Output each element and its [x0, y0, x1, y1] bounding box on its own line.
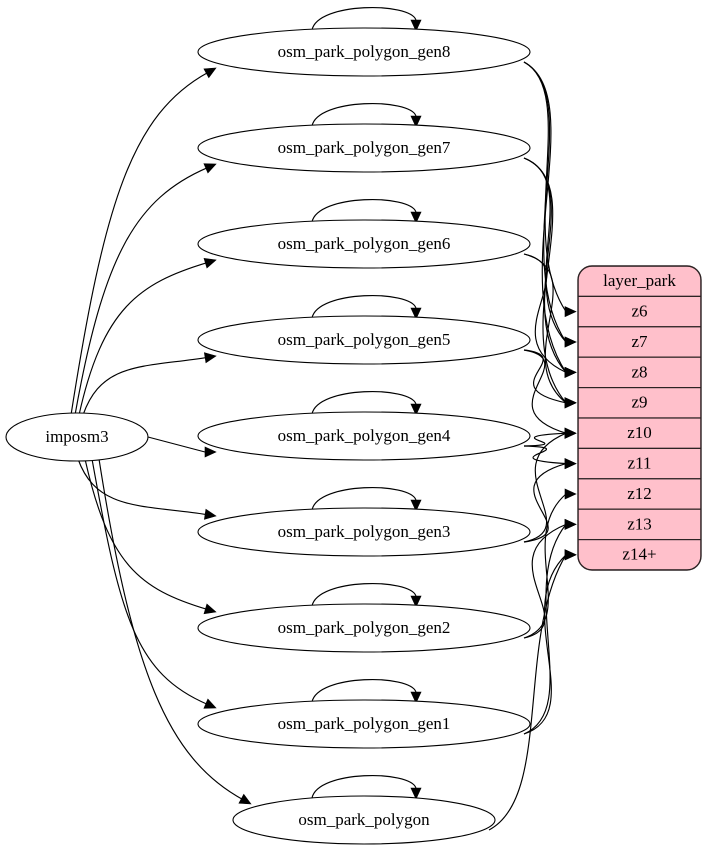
edge-self-loop-osm_park_polygon_gen6 [311, 199, 417, 223]
node-ellipse-osm_park_polygon_gen1[interactable] [197, 699, 531, 749]
edge-osm_park_polygon_gen3-to-z11 [523, 463, 567, 543]
node-osm_park_polygon_gen4[interactable]: osm_park_polygon_gen4 [197, 411, 531, 461]
edge-osm_park_polygon_gen5-to-z9 [523, 349, 567, 404]
edge-osm_park_polygon_gen1-to-z14plus [523, 554, 567, 735]
node-ellipse-osm_park_polygon_gen8[interactable] [197, 27, 531, 77]
edge-imposm3-to-osm_park_polygon_gen7 [74, 167, 208, 416]
nodes-layer: osm_park_polygon_gen8 osm_park_polygon_ge… [5, 27, 531, 845]
edge-osm_park_polygon-to-z14plus [488, 554, 567, 831]
edge-self-loop-osm_park_polygon_gen8 [311, 7, 417, 31]
edge-imposm3-to-osm_park_polygon_gen6 [78, 262, 208, 416]
node-ellipse-osm_park_polygon_gen7[interactable] [197, 123, 531, 173]
edge-osm_park_polygon_gen4-to-z11 [523, 445, 567, 465]
edge-self-loop-osm_park_polygon_gen2 [311, 583, 417, 607]
node-label-osm_park_polygon_gen7: osm_park_polygon_gen7 [278, 138, 451, 157]
node-label-osm_park_polygon_gen6: osm_park_polygon_gen6 [278, 234, 451, 253]
record-row-label-z9: z9 [631, 393, 647, 412]
record-node-outline [577, 265, 702, 571]
node-label-osm_park_polygon_gen4: osm_park_polygon_gen4 [278, 426, 451, 445]
edge-osm_park_polygon_gen4-to-z10 [523, 432, 567, 447]
edge-osm_park_polygon_gen8-to-z8 [523, 61, 567, 373]
record-row-label-z14plus: z14+ [622, 545, 656, 564]
edge-osm_park_polygon_gen7-to-z9 [523, 157, 567, 404]
node-label-osm_park_polygon_gen5: osm_park_polygon_gen5 [278, 330, 451, 349]
node-ellipse-osm_park_polygon_gen2[interactable] [197, 603, 531, 653]
node-osm_park_polygon_gen6[interactable]: osm_park_polygon_gen6 [197, 219, 531, 269]
record-row-label-z7: z7 [631, 332, 648, 351]
record-node-layer: layer_park z6 z7 z8 z9 z10 z11 z12 z13 z14+ [577, 265, 702, 571]
record-row-label-z11: z11 [628, 454, 652, 473]
edge-imposm3-to-osm_park_polygon_gen5 [82, 356, 208, 416]
edge-self-loop-osm_park_polygon_gen3 [311, 487, 417, 511]
edge-imposm3-to-osm_park_polygon_gen8 [70, 71, 209, 416]
edge-imposm3-to-osm_park_polygon_gen2 [84, 458, 208, 610]
edge-osm_park_polygon_gen2-to-z13 [523, 523, 567, 639]
node-ellipse-osm_park_polygon_gen4[interactable] [197, 411, 531, 461]
node-imposm3[interactable]: imposm3 [5, 412, 149, 462]
node-ellipse-osm_park_polygon_gen5[interactable] [197, 315, 531, 365]
edge-osm_park_polygon_gen1-to-z13 [523, 524, 567, 735]
edge-osm_park_polygon_gen5-to-z10 [523, 349, 567, 434]
node-label-osm_park_polygon_gen1: osm_park_polygon_gen1 [278, 714, 451, 733]
node-osm_park_polygon_gen3[interactable]: osm_park_polygon_gen3 [197, 507, 531, 557]
node-osm_park_polygon_gen8[interactable]: osm_park_polygon_gen8 [197, 27, 531, 77]
edge-osm_park_polygon_gen6-to-z9 [523, 253, 567, 404]
record-row-label-z13: z13 [627, 514, 652, 533]
node-ellipse-osm_park_polygon_gen3[interactable] [197, 507, 531, 557]
node-label-osm_park_polygon_gen3: osm_park_polygon_gen3 [278, 522, 451, 541]
record-row-label-z6: z6 [631, 302, 647, 321]
node-ellipse-osm_park_polygon_gen6[interactable] [197, 219, 531, 269]
edge-self-loop-osm_park_polygon_gen7 [311, 103, 417, 127]
edge-osm_park_polygon_gen3-to-z10 [523, 432, 567, 543]
record-row-label-layer_park: layer_park [603, 271, 676, 290]
edge-self-loop-osm_park_polygon_gen4 [311, 391, 417, 415]
node-ellipse-osm_park_polygon[interactable] [232, 795, 496, 845]
edge-self-loop-osm_park_polygon_gen5 [311, 295, 417, 319]
node-osm_park_polygon_gen2[interactable]: osm_park_polygon_gen2 [197, 603, 531, 653]
edges-layer [70, 7, 577, 831]
edge-imposm3-to-osm_park_polygon_gen1 [91, 458, 208, 705]
record-row-label-z10: z10 [627, 423, 652, 442]
node-osm_park_polygon_gen1[interactable]: osm_park_polygon_gen1 [197, 699, 531, 749]
record-row-z7 [578, 326, 701, 358]
node-ellipse-imposm3[interactable] [5, 412, 149, 462]
node-osm_park_polygon_gen5[interactable]: osm_park_polygon_gen5 [197, 315, 531, 365]
record-row-label-z8: z8 [631, 362, 647, 381]
record-row-z14plus [578, 538, 701, 570]
record-row-z6 [578, 295, 701, 328]
node-osm_park_polygon[interactable]: osm_park_polygon [232, 795, 496, 845]
edge-imposm3-to-osm_park_polygon [98, 458, 244, 801]
node-label-osm_park_polygon_gen2: osm_park_polygon_gen2 [278, 618, 451, 637]
edge-self-loop-osm_park_polygon [311, 775, 417, 799]
edge-imposm3-to-osm_park_polygon_gen4 [147, 436, 206, 453]
edge-imposm3-to-osm_park_polygon_gen3 [77, 458, 208, 516]
node-label-osm_park_polygon: osm_park_polygon [298, 810, 430, 829]
record-row-z12 [578, 478, 701, 510]
node-label-osm_park_polygon_gen8: osm_park_polygon_gen8 [278, 42, 451, 61]
record-row-label-z12: z12 [627, 484, 652, 503]
node-label-imposm3: imposm3 [45, 427, 108, 446]
record-row-z8 [578, 356, 701, 389]
edge-self-loop-osm_park_polygon_gen1 [311, 679, 417, 703]
node-osm_park_polygon_gen7[interactable]: osm_park_polygon_gen7 [197, 123, 531, 173]
